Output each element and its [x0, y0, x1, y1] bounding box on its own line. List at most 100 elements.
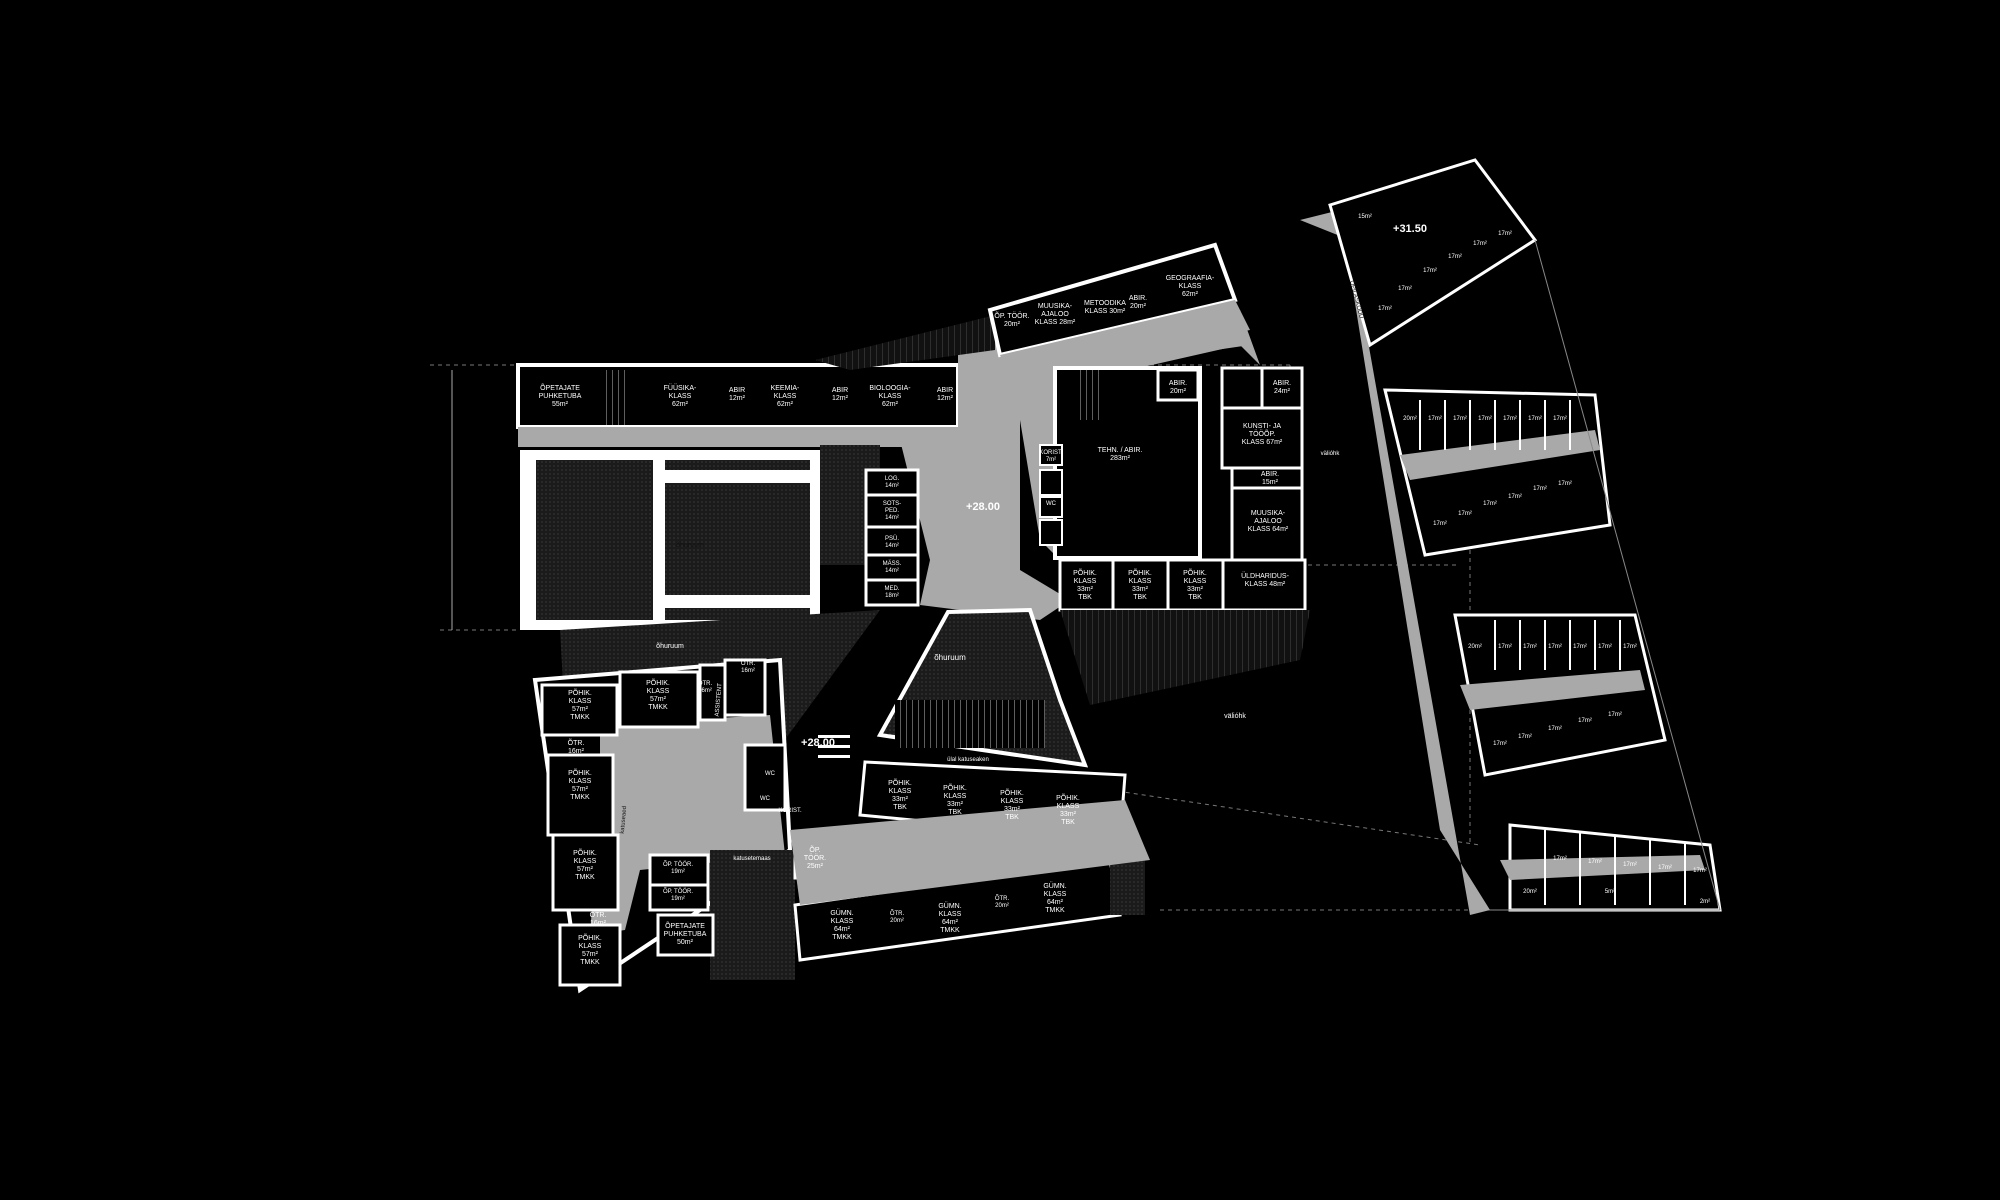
gumn-row [793, 858, 1145, 962]
svg-text:ABIR.24m²: ABIR.24m² [1273, 380, 1291, 395]
svg-text:17m²: 17m² [1623, 862, 1637, 868]
dorm-strip [1300, 158, 1722, 915]
svg-text:ÜLDHARIDUS-KLASS 48m²: ÜLDHARIDUS-KLASS 48m² [1241, 572, 1290, 588]
svg-text:17m²: 17m² [1453, 416, 1467, 422]
valiohk-east-label: välióhk [1321, 451, 1341, 457]
svg-text:SOTS-PED.14m²: SOTS-PED.14m² [883, 501, 901, 521]
dorm-corridors [1400, 430, 1705, 880]
dorm-rooms [1419, 400, 1686, 905]
svg-text:17m²: 17m² [1523, 644, 1537, 650]
south-service [743, 743, 787, 812]
svg-text:17m²: 17m² [1658, 865, 1672, 871]
svg-text:17m²: 17m² [1473, 241, 1487, 247]
atrium-center-stairs [895, 700, 1045, 748]
svg-text:2m²: 2m² [1700, 899, 1710, 905]
svg-text:17m²: 17m² [1378, 306, 1392, 312]
svg-text:17m²: 17m² [1478, 416, 1492, 422]
svg-text:17m²: 17m² [1498, 231, 1512, 237]
katuseaed-label: katuseaed [620, 806, 628, 834]
svg-text:17m²: 17m² [1693, 868, 1707, 874]
svg-text:WC: WC [760, 796, 771, 802]
roof-hatch-north [815, 315, 995, 370]
svg-text:17m²: 17m² [1578, 718, 1592, 724]
svg-text:17m²: 17m² [1588, 859, 1602, 865]
svg-text:ÕTR.20m²: ÕTR.20m² [890, 910, 905, 924]
svg-text:KORIST.: KORIST. [778, 808, 802, 814]
science-wing [516, 363, 960, 447]
svg-text:WC: WC [765, 771, 776, 777]
tech-hall-label: TEHN. / ABIR.283m² [1098, 447, 1143, 462]
svg-text:ÕTR.16m²: ÕTR.16m² [741, 660, 756, 674]
northeast-wing [987, 242, 1250, 380]
svg-text:ABIR.20m²: ABIR.20m² [1169, 380, 1187, 395]
level-east: +31.50 [1393, 223, 1427, 235]
svg-text:17m²: 17m² [1458, 511, 1472, 517]
svg-text:KORIST.7m²: KORIST.7m² [1039, 450, 1063, 463]
svg-text:17m²: 17m² [1608, 712, 1622, 718]
svg-text:17m²: 17m² [1553, 416, 1567, 422]
svg-text:17m²: 17m² [1573, 644, 1587, 650]
svg-text:WC: WC [1046, 501, 1057, 507]
svg-text:17m²: 17m² [1448, 254, 1462, 260]
svg-text:17m²: 17m² [1503, 416, 1517, 422]
svg-text:MED.18m²: MED.18m² [885, 586, 900, 599]
svg-text:17m²: 17m² [1423, 268, 1437, 274]
svg-text:17m²: 17m² [1518, 734, 1532, 740]
south-walkway [790, 800, 1150, 905]
level-main: +28.00 [966, 501, 1000, 513]
svg-text:MÄSS.14m²: MÄSS.14m² [883, 560, 902, 574]
svg-text:17m²: 17m² [1548, 644, 1562, 650]
atrium-west [520, 450, 820, 630]
svg-text:17m²: 17m² [1428, 416, 1442, 422]
service-cluster [1039, 444, 1063, 546]
svg-text:ASSISTENT: ASSISTENT [715, 683, 724, 717]
svg-text:17m²: 17m² [1498, 644, 1512, 650]
support-rooms [864, 468, 920, 607]
valiohk-south-label: välióhk [1224, 713, 1246, 720]
svg-text:20m²: 20m² [1523, 889, 1537, 895]
katusetemaas-label: katusetemaas [733, 856, 770, 862]
east-classrooms [1220, 366, 1304, 562]
svg-text:ÕTR.16m²: ÕTR.16m² [568, 738, 585, 755]
dorm-outline [1490, 239, 1721, 911]
svg-text:LOG.14m²: LOG.14m² [885, 476, 900, 489]
sw-classrooms [540, 658, 839, 987]
svg-text:5m²: 5m² [1605, 889, 1615, 895]
svg-text:17m²: 17m² [1553, 856, 1567, 862]
svg-text:20m²: 20m² [1403, 416, 1417, 422]
svg-text:ÕTR.16m²: ÕTR.16m² [698, 680, 713, 694]
tbk-row [1058, 558, 1307, 612]
svg-text:PSÜ.14m²: PSÜ.14m² [885, 535, 899, 549]
svg-text:17m²: 17m² [1548, 726, 1562, 732]
support-room-labels: LOG.14m² SOTS-PED.14m² PSÜ.14m² MÄSS.14m… [883, 476, 902, 599]
svg-text:ÕP.TÖÖR.25m²: ÕP.TÖÖR.25m² [804, 845, 826, 870]
svg-text:17m²: 17m² [1558, 481, 1572, 487]
